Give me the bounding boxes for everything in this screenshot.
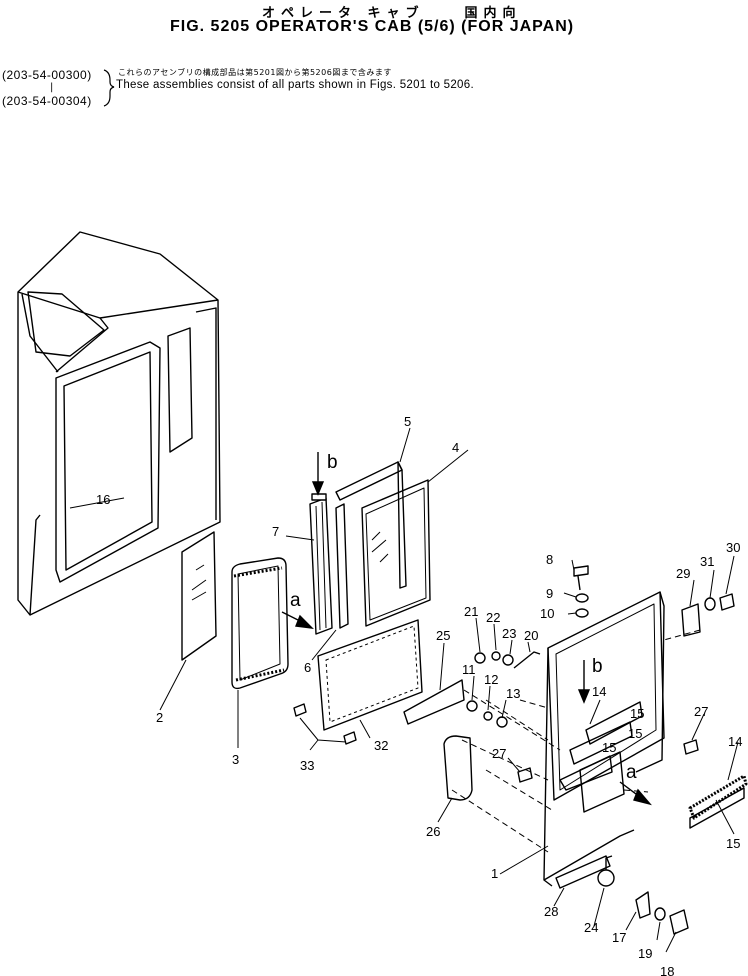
callout-27: 27 [694,704,708,719]
serial-brace [103,69,115,107]
part-33-screw [343,731,357,745]
view-marker-a: a [626,762,637,783]
callout-27: 27 [492,746,506,761]
callout-22: 22 [486,610,500,625]
part-28-bar [555,855,611,889]
note-english: These assemblies consist of all parts sh… [116,79,474,91]
part-32-panel [317,619,423,731]
callout-23: 23 [502,626,516,641]
callout-25: 25 [436,628,450,643]
part-8-screw [573,565,589,591]
part-7-channel [309,497,333,635]
part-13 [496,716,508,728]
callout-28: 28 [544,904,558,919]
serial-to: (203-54-00304) [2,94,92,108]
callout-18: 18 [660,964,674,976]
callout-14: 14 [592,684,606,699]
callout-15: 15 [630,706,644,721]
serial-from: (203-54-00300) [2,68,92,82]
part-31-washer [704,597,716,611]
part-23 [502,654,514,666]
figure-title: FIG. 5205 OPERATOR'S CAB (5/6) (FOR JAPA… [170,18,575,35]
part-11 [466,700,478,712]
callout-24: 24 [584,920,598,935]
part-4-glass [361,479,431,627]
callout-20: 20 [524,628,538,643]
callout-3: 3 [232,752,239,767]
part-30-bolt [719,593,735,611]
part-19-washer [654,907,666,921]
part-3-weatherstrip [231,557,289,690]
callout-14: 14 [728,734,742,749]
part-29-hinge [681,603,701,637]
callout-15: 15 [602,740,616,755]
part-15-plate [689,787,745,829]
part-21 [474,652,486,664]
callout-15: 15 [628,726,642,741]
callout-4: 4 [452,440,459,455]
cab-body [17,231,221,616]
part-6-rail [335,503,349,629]
japanese-title: オペレータ キャブ国内向 [262,6,522,21]
callout-21: 21 [464,604,478,619]
part-17-latch [635,891,651,919]
callout-29: 29 [676,566,690,581]
part-27-clip [683,739,699,755]
callout-12: 12 [484,672,498,687]
view-marker-a: a [290,590,301,611]
callout-31: 31 [700,554,714,569]
callout-9: 9 [546,586,553,601]
callout-8: 8 [546,552,553,567]
callout-13: 13 [506,686,520,701]
part-25 [403,679,465,725]
door-assembly [543,591,665,887]
part-24-handle [597,869,615,887]
callout-15: 15 [726,836,740,851]
part-22 [491,651,501,661]
view-marker-b: b [327,452,338,473]
part-33-screw [293,703,307,717]
part-5-seal [335,461,403,501]
callout-6: 6 [304,660,311,675]
part-26 [443,735,473,801]
callout-17: 17 [612,930,626,945]
part-9-washer [575,593,589,603]
callout-19: 19 [638,946,652,961]
callout-33: 33 [300,758,314,773]
part-2-glass [181,531,217,661]
callout-26: 26 [426,824,440,839]
note-japanese: これらのアセンブリの構成部品は第5201図から第5206図まで含みます [118,68,392,77]
part-18-bolt [669,909,689,935]
callout-10: 10 [540,606,554,621]
callout-11: 11 [462,662,476,677]
callout-2: 2 [156,710,163,725]
serial-range-dash: | [50,82,54,93]
view-marker-b: b [592,656,603,677]
callout-30: 30 [726,540,740,555]
part-12 [483,711,493,721]
callout-1: 1 [491,866,498,881]
callout-32: 32 [374,738,388,753]
part-10-washer [575,608,589,618]
part-27-clip [517,767,533,783]
callout-7: 7 [272,524,279,539]
part-20 [513,651,541,669]
callout-5: 5 [404,414,411,429]
callout-16: 16 [96,492,110,507]
part-14-strip [688,774,748,820]
